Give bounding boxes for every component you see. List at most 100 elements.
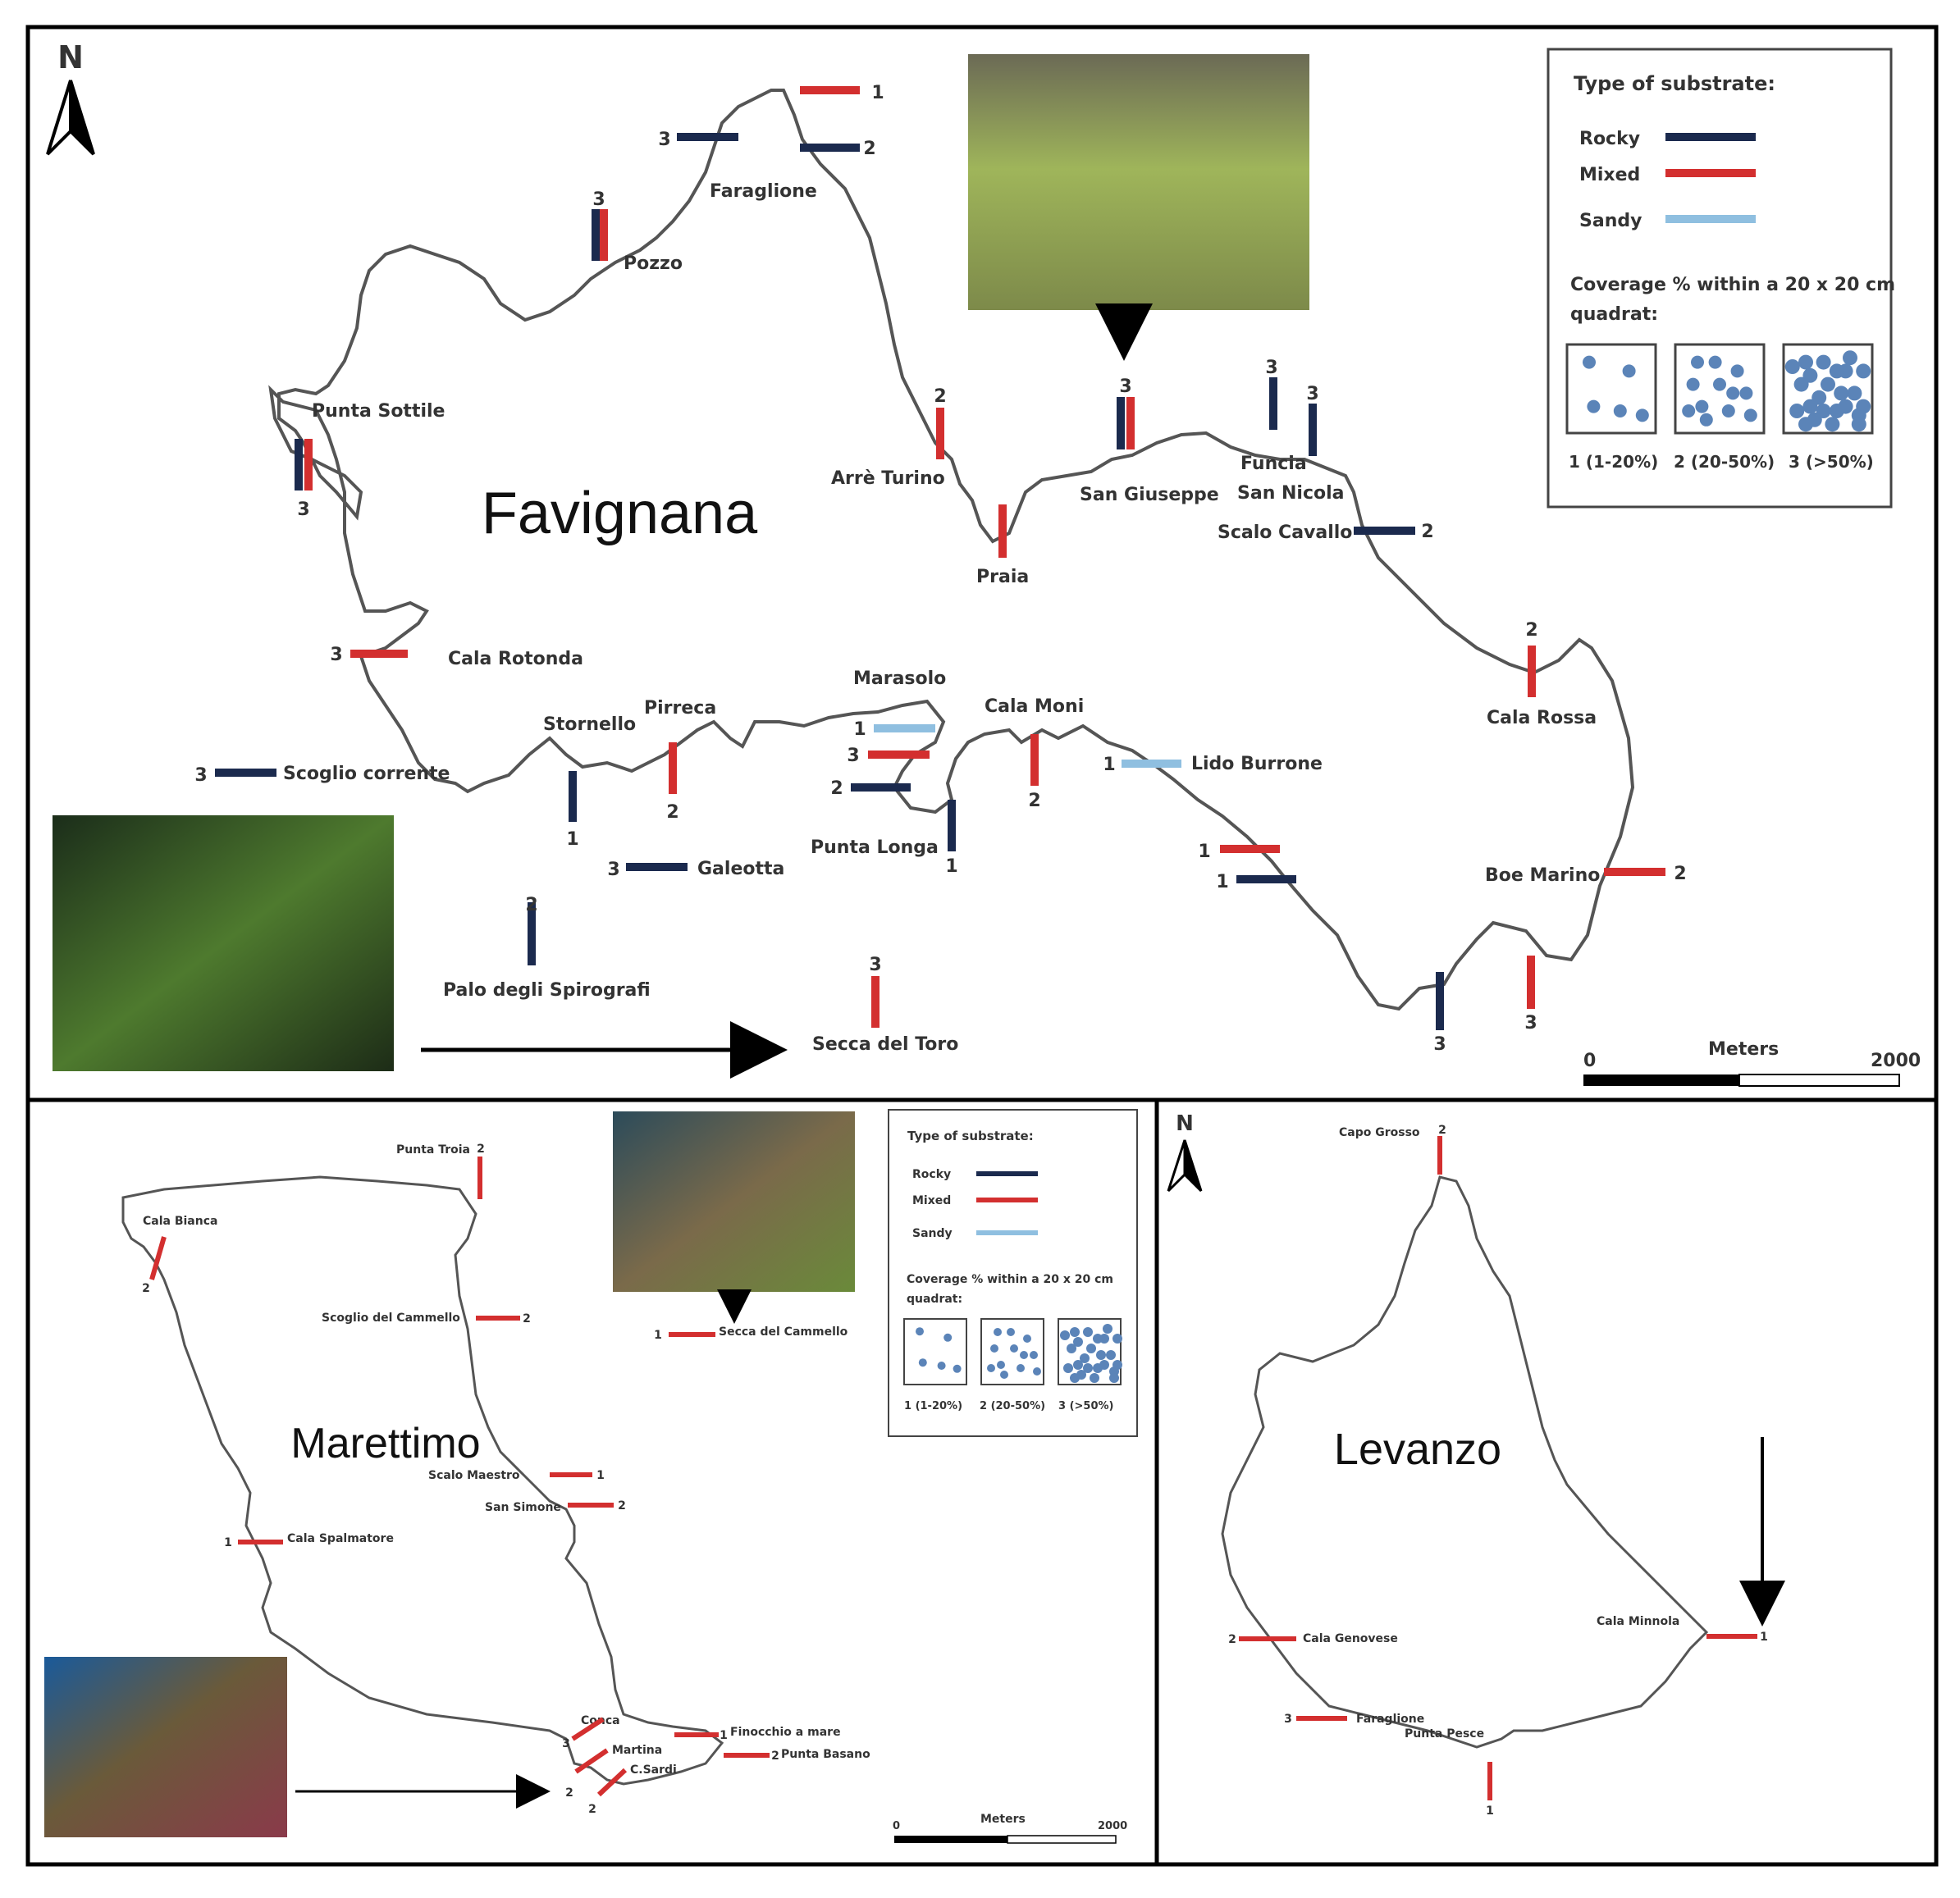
site-label: Faraglione bbox=[710, 181, 817, 202]
seabed-photo-marettimo bbox=[613, 1111, 855, 1292]
legend-cov1: 1 (1-20%) bbox=[1569, 452, 1658, 472]
coverage-dot bbox=[1784, 359, 1800, 374]
coverage-dot bbox=[1093, 1334, 1103, 1344]
coverage-number: 3 bbox=[1119, 376, 1131, 397]
site-label: Galeotta bbox=[697, 859, 784, 879]
coverage-number: 1 bbox=[1216, 872, 1228, 892]
coverage-dot bbox=[1017, 1364, 1025, 1372]
coverage-number: 2 bbox=[1438, 1124, 1446, 1137]
marettimo-coastline bbox=[121, 1175, 724, 1786]
levanzo-panel bbox=[1154, 1097, 1939, 1867]
marettimo-legend: Type of substrate: Rocky Mixed Sandy Cov… bbox=[888, 1109, 1138, 1437]
substrate-bar bbox=[596, 1768, 628, 1797]
seabed-photo-top bbox=[968, 54, 1309, 310]
favignana-legend: Type of substrate: Rocky Mixed Sandy Cov… bbox=[1547, 48, 1895, 509]
site-label: Secca del Toro bbox=[812, 1034, 958, 1055]
coverage-box-1 bbox=[1565, 343, 1657, 435]
site-label: Cala Moni bbox=[985, 696, 1084, 717]
seabed-photo-left bbox=[53, 815, 394, 1071]
site-label: Pirreca bbox=[644, 698, 716, 719]
coverage-dot bbox=[1063, 1363, 1073, 1373]
north-arrow-icon-levanzo: N bbox=[1167, 1111, 1203, 1193]
site-label: Pozzo bbox=[624, 253, 683, 274]
coverage-dot bbox=[1070, 1327, 1080, 1337]
site-label: Martina bbox=[612, 1744, 662, 1757]
levanzo-title: Levanzo bbox=[1334, 1425, 1501, 1474]
north-arrow-icon: N bbox=[46, 39, 95, 156]
coverage-number: 1 bbox=[853, 719, 866, 740]
site-label: San Giuseppe bbox=[1080, 485, 1219, 505]
coverage-dot bbox=[1090, 1373, 1099, 1383]
coverage-dot bbox=[1096, 1350, 1106, 1360]
coverage-dot bbox=[1851, 417, 1866, 432]
coverage-dot bbox=[1086, 1344, 1096, 1353]
legend-title: Type of substrate: bbox=[1574, 72, 1775, 95]
svg-text:Mixed: Mixed bbox=[912, 1194, 951, 1207]
coverage-number: 1 bbox=[1486, 1804, 1494, 1818]
coverage-dot bbox=[1033, 1367, 1041, 1376]
site-label: Arrè Turino bbox=[831, 468, 945, 489]
marettimo-map: Marettimo Punta Troia Cala Bianca Scogli… bbox=[44, 1109, 1138, 1844]
coverage-number: 1 bbox=[596, 1469, 605, 1482]
svg-text:Sandy: Sandy bbox=[912, 1227, 953, 1240]
coverage-number: 2 bbox=[142, 1282, 150, 1295]
coverage-dot bbox=[1083, 1327, 1093, 1337]
coverage-number: 2 bbox=[666, 802, 678, 823]
site-label: Cala Rotonda bbox=[448, 649, 583, 669]
coverage-dot bbox=[1587, 399, 1601, 413]
legend-coverage-title: Coverage % within a 20 x 20 cm bbox=[1570, 275, 1895, 295]
favignana-map: N Favignana Faraglione Pozzo Punta Sotti… bbox=[46, 39, 1921, 1087]
levanzo-coastline bbox=[1221, 1175, 1709, 1749]
coverage-dot bbox=[943, 1333, 953, 1342]
svg-text:Coverage % within a 20 x 20 cm: Coverage % within a 20 x 20 cm bbox=[907, 1273, 1113, 1286]
coverage-dot bbox=[1802, 367, 1818, 383]
coverage-number: 3 bbox=[297, 500, 309, 520]
coverage-dot bbox=[1112, 1334, 1122, 1344]
coverage-dot bbox=[1821, 376, 1835, 392]
coverage-dot bbox=[1695, 399, 1709, 413]
site-label: Cala Rossa bbox=[1487, 708, 1597, 728]
favignana-scale-bar: 0 Meters 2000 bbox=[1583, 1039, 1921, 1087]
coverage-number: 3 bbox=[1306, 384, 1318, 404]
coverage-number: 3 bbox=[1524, 1013, 1537, 1033]
coverage-dot bbox=[1622, 364, 1636, 378]
coverage-dot bbox=[1825, 417, 1840, 432]
site-label: Lido Burrone bbox=[1191, 754, 1323, 774]
coverage-number: 3 bbox=[1433, 1034, 1446, 1055]
svg-text:N: N bbox=[1176, 1111, 1194, 1136]
coverage-dot bbox=[1856, 363, 1871, 379]
svg-text:quadrat:: quadrat: bbox=[907, 1293, 962, 1306]
coverage-dot bbox=[1730, 364, 1744, 378]
coverage-dot bbox=[1106, 1350, 1116, 1360]
site-label: Stornello bbox=[543, 714, 636, 735]
coverage-dot bbox=[1691, 355, 1704, 369]
site-label: Scoglio corrente bbox=[283, 764, 450, 784]
coverage-dot bbox=[918, 1358, 927, 1367]
coverage-dot bbox=[1099, 1360, 1109, 1370]
svg-text:2 (20-50%): 2 (20-50%) bbox=[980, 1400, 1045, 1412]
legend-sandy-label: Sandy bbox=[1579, 211, 1642, 231]
coverage-number: 2 bbox=[588, 1803, 596, 1816]
coverage-dot bbox=[1798, 354, 1813, 370]
site-label: Punta Sottile bbox=[312, 401, 445, 422]
coverage-number: 3 bbox=[1265, 358, 1277, 378]
site-label: Faraglione bbox=[1356, 1713, 1424, 1726]
coverage-dot bbox=[1812, 390, 1827, 405]
coverage-dot bbox=[937, 1362, 946, 1370]
coverage-number: 2 bbox=[565, 1786, 573, 1800]
coverage-number: 1 bbox=[566, 829, 578, 850]
coverage-dot bbox=[1686, 377, 1700, 391]
coverage-dot bbox=[1023, 1335, 1031, 1343]
coverage-dot bbox=[1847, 386, 1862, 401]
coverage-dot bbox=[1070, 1373, 1080, 1383]
site-label: Punta Longa bbox=[811, 837, 939, 858]
coverage-dot bbox=[1699, 413, 1713, 427]
site-label: Scoglio del Cammello bbox=[322, 1312, 460, 1325]
coverage-number: 1 bbox=[720, 1729, 728, 1742]
site-label: Finocchio a mare bbox=[730, 1726, 841, 1739]
site-label: Cala Spalmatore bbox=[287, 1532, 394, 1545]
coverage-number: 2 bbox=[618, 1499, 626, 1512]
svg-text:Meters: Meters bbox=[1708, 1039, 1779, 1060]
